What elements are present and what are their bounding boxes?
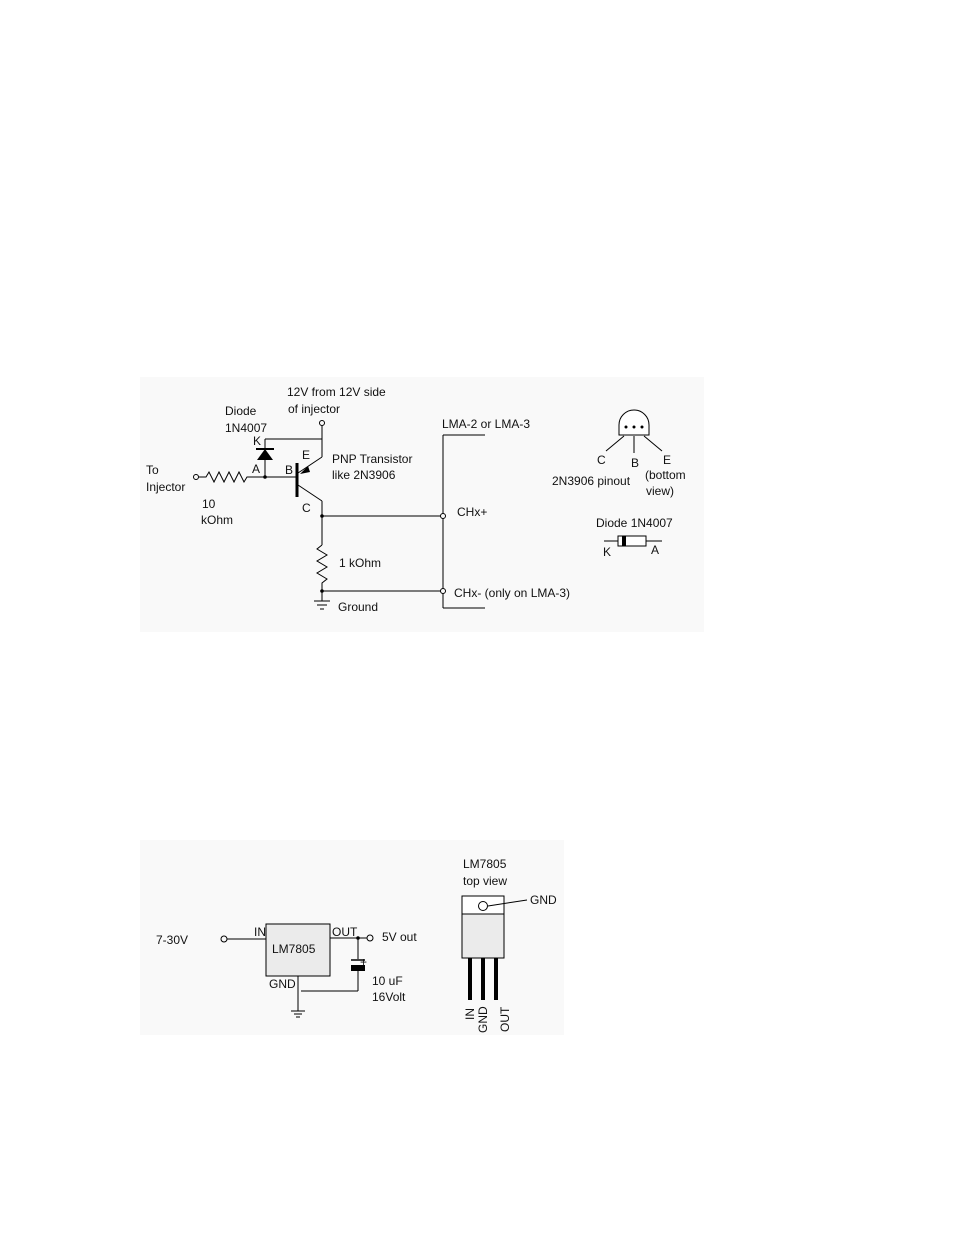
transistor-label-line2: like 2N3906 (332, 468, 396, 482)
diode-package-band (622, 536, 626, 546)
regulator-schematic: 7-30V IN LM7805 OUT 5V out + 10 uF 16Vol… (140, 840, 564, 1035)
to-injector-line2: Injector (146, 480, 185, 494)
diode-package-a: A (651, 543, 659, 557)
chx-minus-terminal (441, 589, 446, 594)
input-terminal (221, 936, 227, 942)
pin-c-lead (606, 436, 624, 451)
input-voltage-label: 7-30V (156, 933, 188, 947)
cap-plate-bottom (351, 965, 365, 971)
out-pin-label: OUT (332, 925, 358, 939)
transistor-collector (298, 485, 322, 501)
injector-circuit-diagram: 12V from 12V side of injector Diode 1N40… (140, 377, 704, 632)
injector-circuit-schematic: 12V from 12V side of injector Diode 1N40… (140, 377, 704, 632)
resistor-1k (317, 545, 327, 591)
diode-symbol (257, 449, 273, 460)
emitter-arrow (300, 466, 310, 474)
chx-plus-terminal (441, 514, 446, 519)
supply-label-line1: 12V from 12V side (287, 385, 386, 399)
bottom-view-line1: (bottom (645, 468, 686, 482)
resistor-10k-line2: kOhm (201, 513, 233, 527)
package-gnd-label: GND (530, 893, 557, 907)
cap-value-label: 10 uF (372, 974, 403, 988)
diode-label-line1: Diode (225, 404, 257, 418)
chx-plus-label: CHx+ (457, 505, 487, 519)
pin-b-label: B (285, 463, 293, 477)
pin-e-lead (644, 436, 662, 451)
injector-terminal (194, 475, 199, 480)
pinout-caption: 2N3906 pinout (552, 474, 631, 488)
pin-e-label: E (302, 448, 310, 462)
ground-label: Ground (338, 600, 378, 614)
diode-k-label: K (253, 434, 261, 448)
diode-label-line2: 1N4007 (225, 421, 267, 435)
supply-terminal (320, 421, 325, 426)
diode-a-label: A (252, 462, 260, 476)
cap-rating-label: 16Volt (372, 990, 406, 1004)
chip-label: LM7805 (272, 942, 316, 956)
output-voltage-label: 5V out (382, 930, 417, 944)
supply-label-line2: of injector (288, 402, 340, 416)
chx-minus-label: CHx- (only on LMA-3) (454, 586, 570, 600)
package-pin-out-label: OUT (498, 1006, 512, 1032)
diode-package-k: K (603, 545, 611, 559)
lma-label: LMA-2 or LMA-3 (442, 417, 530, 431)
package-title-line2: top view (463, 874, 507, 888)
regulator-diagram: 7-30V IN LM7805 OUT 5V out + 10 uF 16Vol… (140, 840, 564, 1035)
package-pin-in-label: IN (463, 1008, 477, 1020)
pin-e-dot (641, 426, 644, 429)
package-title-line1: LM7805 (463, 857, 507, 871)
pin-c-label: C (302, 501, 311, 515)
bottom-view-line2: view) (646, 484, 674, 498)
package-body (462, 914, 504, 958)
gnd-pin-label: GND (269, 977, 296, 991)
transistor-label-line1: PNP Transistor (332, 452, 412, 466)
pinout-b-label: B (631, 456, 639, 470)
to-injector-line1: To (146, 463, 159, 477)
pinout-c-label: C (597, 453, 606, 467)
pin-c-dot (625, 426, 628, 429)
pin-b-dot (633, 426, 636, 429)
resistor-10k-line1: 10 (202, 497, 216, 511)
resistor-1k-label: 1 kOhm (339, 556, 381, 570)
to92-package-icon (619, 410, 649, 435)
package-pin-gnd-label: GND (476, 1006, 490, 1033)
diode-package-title: Diode 1N4007 (596, 516, 673, 530)
output-terminal (367, 935, 373, 941)
pinout-e-label: E (663, 453, 671, 467)
in-pin-label: IN (254, 925, 266, 939)
